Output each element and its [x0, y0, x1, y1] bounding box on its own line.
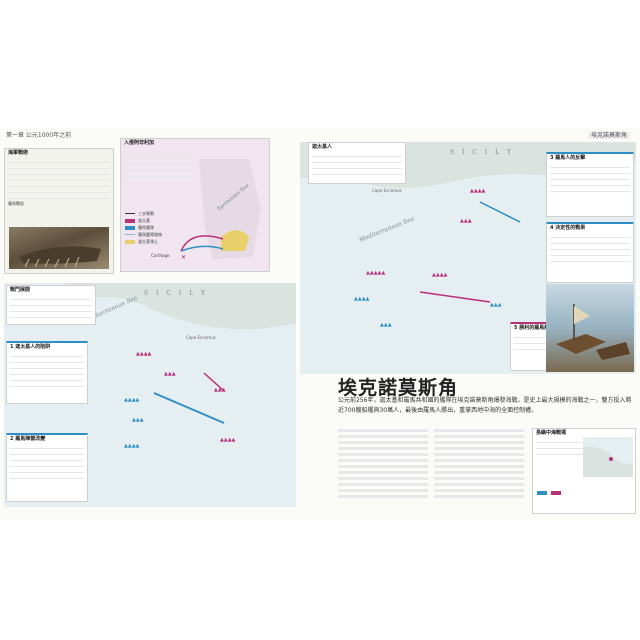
roman-advance-arrow — [153, 392, 225, 424]
ship-marker-group: ▲▲▲ — [164, 371, 176, 377]
sicily-label-right: S I C I L Y — [450, 149, 514, 156]
battle-begins-box: 戰鬥展開 — [6, 285, 96, 325]
article-title: 埃克諾莫斯角 — [338, 377, 459, 399]
article-lead: 公元前256年，迦太基和羅馬共和國的艦隊在埃克諾莫斯角爆發海戰，是史上最大規模的… — [338, 397, 632, 414]
running-header-right: 埃克諾莫斯角 — [587, 130, 630, 142]
ship-marker-group: ▲▲▲ — [380, 322, 392, 328]
ship-marker-group: ▲▲▲ — [214, 387, 226, 393]
invasion-inset-map: 入侵阿非利加 Tyrrhenian Sea Carthage ✕ 三叉戟戰 迦太… — [120, 138, 270, 272]
locator-map-box: 島嶼中海戰場 — [532, 428, 636, 514]
article-column-1 — [338, 426, 428, 501]
trap-step-title: 1 迦太基人的陷阱 — [10, 344, 51, 350]
ship-marker-group: ▲▲▲▲ — [136, 351, 152, 357]
locator-map-title: 島嶼中海戰場 — [536, 430, 567, 436]
ship-marker-group: ▲▲▲▲ — [470, 188, 486, 194]
locator-map-graphic — [583, 437, 633, 477]
inset-legend: 三叉戟戰 迦太基 羅馬艦隊 羅馬艦隊路線 迦太基領土 — [125, 209, 185, 246]
inset-map-text — [121, 148, 195, 177]
ship-marker-group: ▲▲▲▲ — [220, 437, 236, 443]
ship-marker-group: ▲▲▲▲ — [124, 443, 140, 449]
ship-marker-group: ▲▲▲▲ — [354, 296, 370, 302]
decisive-result-title: 4 決定性的戰果 — [550, 225, 586, 231]
legend-item: 羅馬艦隊路線 — [125, 232, 185, 237]
inset-place-label: Carthage — [151, 253, 170, 258]
sicily-coast-left — [64, 283, 296, 330]
carthage-move-arrow — [203, 372, 225, 392]
legend-swatch-carthage — [551, 491, 561, 495]
naval-battle-painting — [546, 284, 634, 372]
cape-label-left: Cape Ecnomus — [186, 335, 216, 340]
article-column-2 — [434, 426, 524, 501]
roman-pursuit-arrow — [479, 201, 521, 223]
painting-shapes — [556, 304, 630, 360]
ship-relief-shape — [19, 246, 101, 268]
ship-marker-group: ▲▲▲ — [132, 417, 144, 423]
locator-legend — [537, 491, 561, 495]
naval-tactics-box: 海軍戰術 羅馬戰船 — [4, 148, 114, 274]
formation-change-box: 2 羅馬陣營改變 — [6, 433, 88, 502]
battle-cross-icon: ✕ — [181, 254, 186, 261]
legend-item: 羅馬艦隊 — [125, 225, 185, 230]
running-header-right-label: 埃克諾莫斯角 — [587, 132, 630, 139]
carthage-box: 迦太基人 — [308, 142, 406, 184]
left-battle-map: S I C I L Y Mediterranean Sea Cape Ecnom… — [4, 283, 296, 507]
inset-map-title: 入侵阿非利加 — [124, 140, 155, 146]
ship-marker-group: ▲▲▲▲ — [124, 397, 140, 403]
naval-tactics-text — [5, 158, 113, 199]
formation-change-title: 2 羅馬陣營改變 — [10, 436, 46, 442]
trap-step-box: 1 迦太基人的陷阱 — [6, 341, 88, 404]
legend-item: 三叉戟戰 — [125, 211, 185, 216]
left-fleet-markers: ▲▲▲▲ ▲▲▲ ▲▲▲▲ ▲▲▲ ▲▲▲▲ ▲▲▲ ▲▲▲▲ — [124, 347, 274, 497]
sicily-label-left: S I C I L Y — [144, 290, 208, 297]
roman-ship-caption: 羅馬戰船 — [8, 201, 24, 206]
right-fleet-markers: ▲▲▲▲ ▲▲▲ ▲▲▲▲▲ ▲▲▲▲ ▲▲▲ ▲▲▲▲ ▲▲▲ — [340, 172, 540, 362]
legend-swatch-roman — [537, 491, 547, 495]
cape-label-right: Cape Ecnomus — [372, 188, 402, 193]
roman-counter-title: 3 羅馬人的反擊 — [550, 155, 586, 161]
ship-marker-group: ▲▲▲▲ — [432, 272, 448, 278]
ship-marker-group: ▲▲▲▲▲ — [366, 270, 386, 276]
roman-route-line — [180, 245, 224, 252]
running-header-left: 第一章 公元1000年之前 — [6, 132, 72, 139]
legend-item: 迦太基 — [125, 218, 185, 223]
ship-marker-group: ▲▲▲ — [460, 218, 472, 224]
carthage-retreat-arrow — [419, 291, 491, 303]
inset-map-graphic: Tyrrhenian Sea Carthage ✕ — [151, 159, 261, 261]
right-battle-map: S I C I L Y Mediterranean Sea Cape Ecnom… — [300, 142, 636, 374]
carthage-route-line — [180, 235, 224, 252]
ship-marker-group: ▲▲▲ — [490, 302, 502, 308]
battle-begins-title: 戰鬥展開 — [10, 287, 31, 293]
legend-item: 迦太基領土 — [125, 239, 185, 244]
carthage-box-title: 迦太基人 — [312, 144, 333, 150]
sicily-shape — [221, 230, 249, 251]
roman-counter-box: 3 羅馬人的反擊 — [546, 152, 634, 217]
roman-ship-relief-image — [9, 227, 109, 269]
naval-tactics-title: 海軍戰術 — [8, 150, 29, 156]
decisive-result-box: 4 決定性的戰果 — [546, 222, 634, 283]
victory-title: 5 勝利的羅馬艦隊 — [514, 325, 555, 331]
